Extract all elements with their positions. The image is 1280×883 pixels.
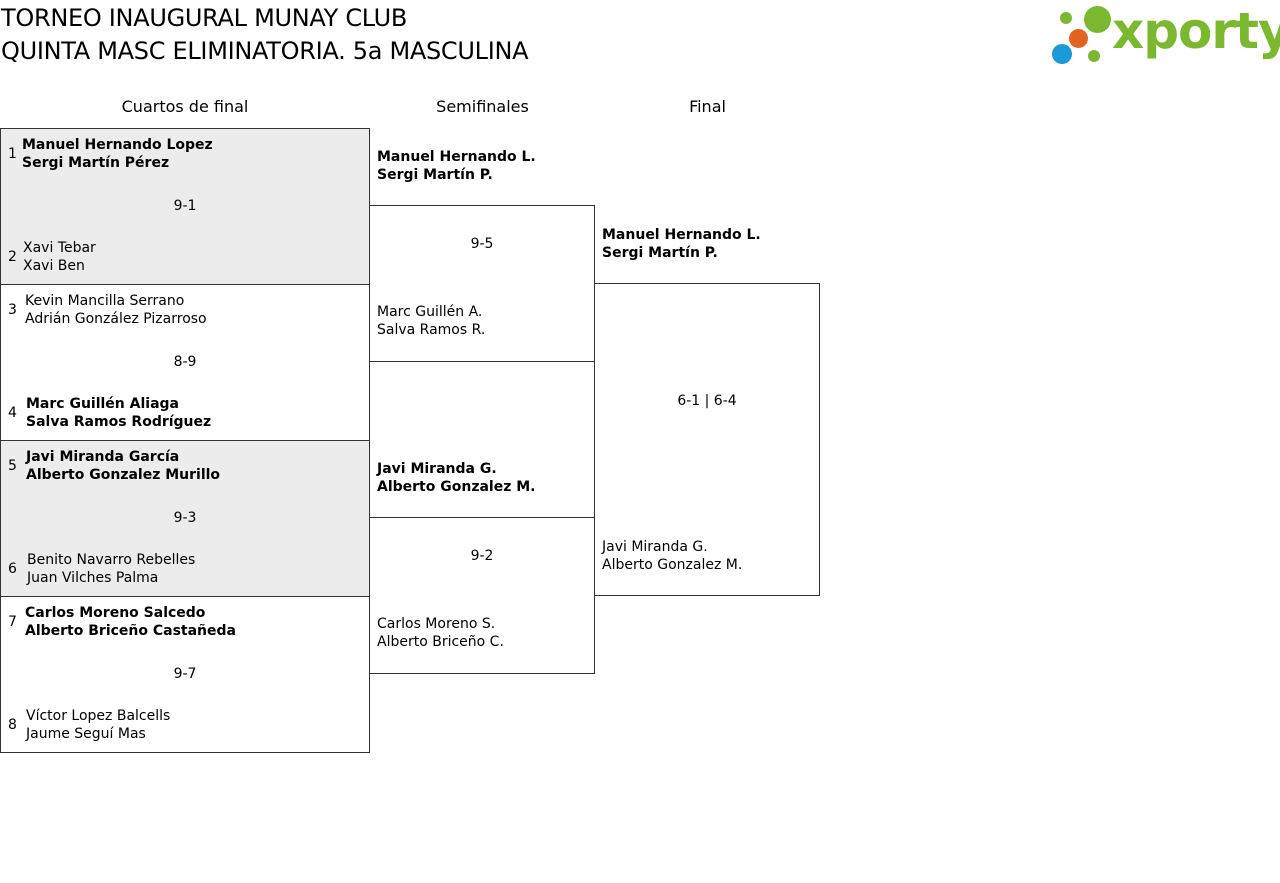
quarterfinal-match — [0, 440, 370, 597]
final-team-a-player-1: Manuel Hernando L. — [602, 227, 761, 243]
qf-team-a-player-1: Manuel Hernando Lopez — [22, 137, 213, 153]
round-header-semifinals: Semifinales — [436, 97, 529, 116]
qf-team-b-player-2: Juan Vilches Palma — [27, 570, 159, 586]
category-title: QUINTA MASC ELIMINATORIA. 5a MASCULINA — [1, 37, 529, 65]
qf-team-b-player-2: Jaume Seguí Mas — [26, 726, 146, 742]
seed-number: 4 — [8, 405, 17, 421]
quarterfinal-match — [0, 596, 370, 753]
logo-dot-green-icon — [1084, 6, 1111, 33]
qf-team-b-player-1: Marc Guillén Aliaga — [26, 396, 179, 412]
match-score: 8-9 — [173, 354, 197, 370]
qf-team-a-player-2: Sergi Martín Pérez — [22, 155, 170, 171]
logo-dot-blue-icon — [1052, 44, 1072, 64]
logo-dot-green-small-icon — [1060, 12, 1072, 24]
sf-team-a-player-1: Manuel Hernando L. — [377, 149, 536, 165]
final-team-b-player-1: Javi Miranda G. — [602, 539, 708, 555]
match-score: 9-3 — [173, 510, 197, 526]
match-score: 9-7 — [173, 666, 197, 682]
quarterfinal-match — [0, 128, 370, 285]
tournament-title: TORNEO INAUGURAL MUNAY CLUB — [1, 4, 408, 32]
match-score: 9-1 — [173, 198, 197, 214]
qf-team-b-player-1: Xavi Tebar — [23, 240, 96, 256]
logo-dot-orange-icon — [1069, 29, 1088, 48]
xporty-logo: xporty — [1050, 2, 1280, 67]
final-team-b-player-2: Alberto Gonzalez M. — [602, 557, 743, 573]
round-header-final: Final — [689, 97, 726, 116]
qf-team-a-player-1: Javi Miranda García — [26, 449, 180, 465]
sf-team-b-player-2: Alberto Briceño C. — [377, 634, 504, 650]
sf-team-b-player-1: Carlos Moreno S. — [377, 616, 496, 632]
round-header-quarterfinals: Cuartos de final — [121, 97, 249, 116]
final-score: 6-1 | 6-4 — [677, 393, 737, 409]
seed-number: 8 — [8, 717, 17, 733]
qf-team-b-player-1: Benito Navarro Rebelles — [27, 552, 196, 568]
match-score: 9-5 — [470, 236, 494, 252]
qf-team-a-player-1: Kevin Mancilla Serrano — [25, 293, 185, 309]
final-match — [594, 283, 820, 596]
sf-team-a-player-1: Javi Miranda G. — [377, 461, 497, 477]
qf-team-b-player-1: Víctor Lopez Balcells — [26, 708, 171, 724]
logo-wordmark: xporty — [1112, 2, 1280, 60]
sf-team-a-player-2: Alberto Gonzalez M. — [377, 479, 536, 495]
qf-team-b-player-2: Salva Ramos Rodríguez — [26, 414, 212, 430]
seed-number: 3 — [8, 302, 17, 318]
sf-team-b-player-2: Salva Ramos R. — [377, 322, 486, 338]
logo-dot-green-bottom-icon — [1088, 50, 1100, 62]
qf-team-a-player-2: Alberto Briceño Castañeda — [25, 623, 236, 639]
qf-team-a-player-2: Alberto Gonzalez Murillo — [26, 467, 221, 483]
qf-team-a-player-2: Adrián González Pizarroso — [25, 311, 207, 327]
sf-team-b-player-1: Marc Guillén A. — [377, 304, 483, 320]
seed-number: 5 — [8, 458, 17, 474]
match-score: 9-2 — [470, 548, 494, 564]
qf-team-a-player-1: Carlos Moreno Salcedo — [25, 605, 206, 621]
seed-number: 6 — [8, 561, 17, 577]
seed-number: 2 — [8, 249, 17, 265]
final-team-a-player-2: Sergi Martín P. — [602, 245, 718, 261]
seed-number: 7 — [8, 614, 17, 630]
sf-team-a-player-2: Sergi Martín P. — [377, 167, 493, 183]
qf-team-b-player-2: Xavi Ben — [23, 258, 85, 274]
seed-number: 1 — [8, 146, 17, 162]
